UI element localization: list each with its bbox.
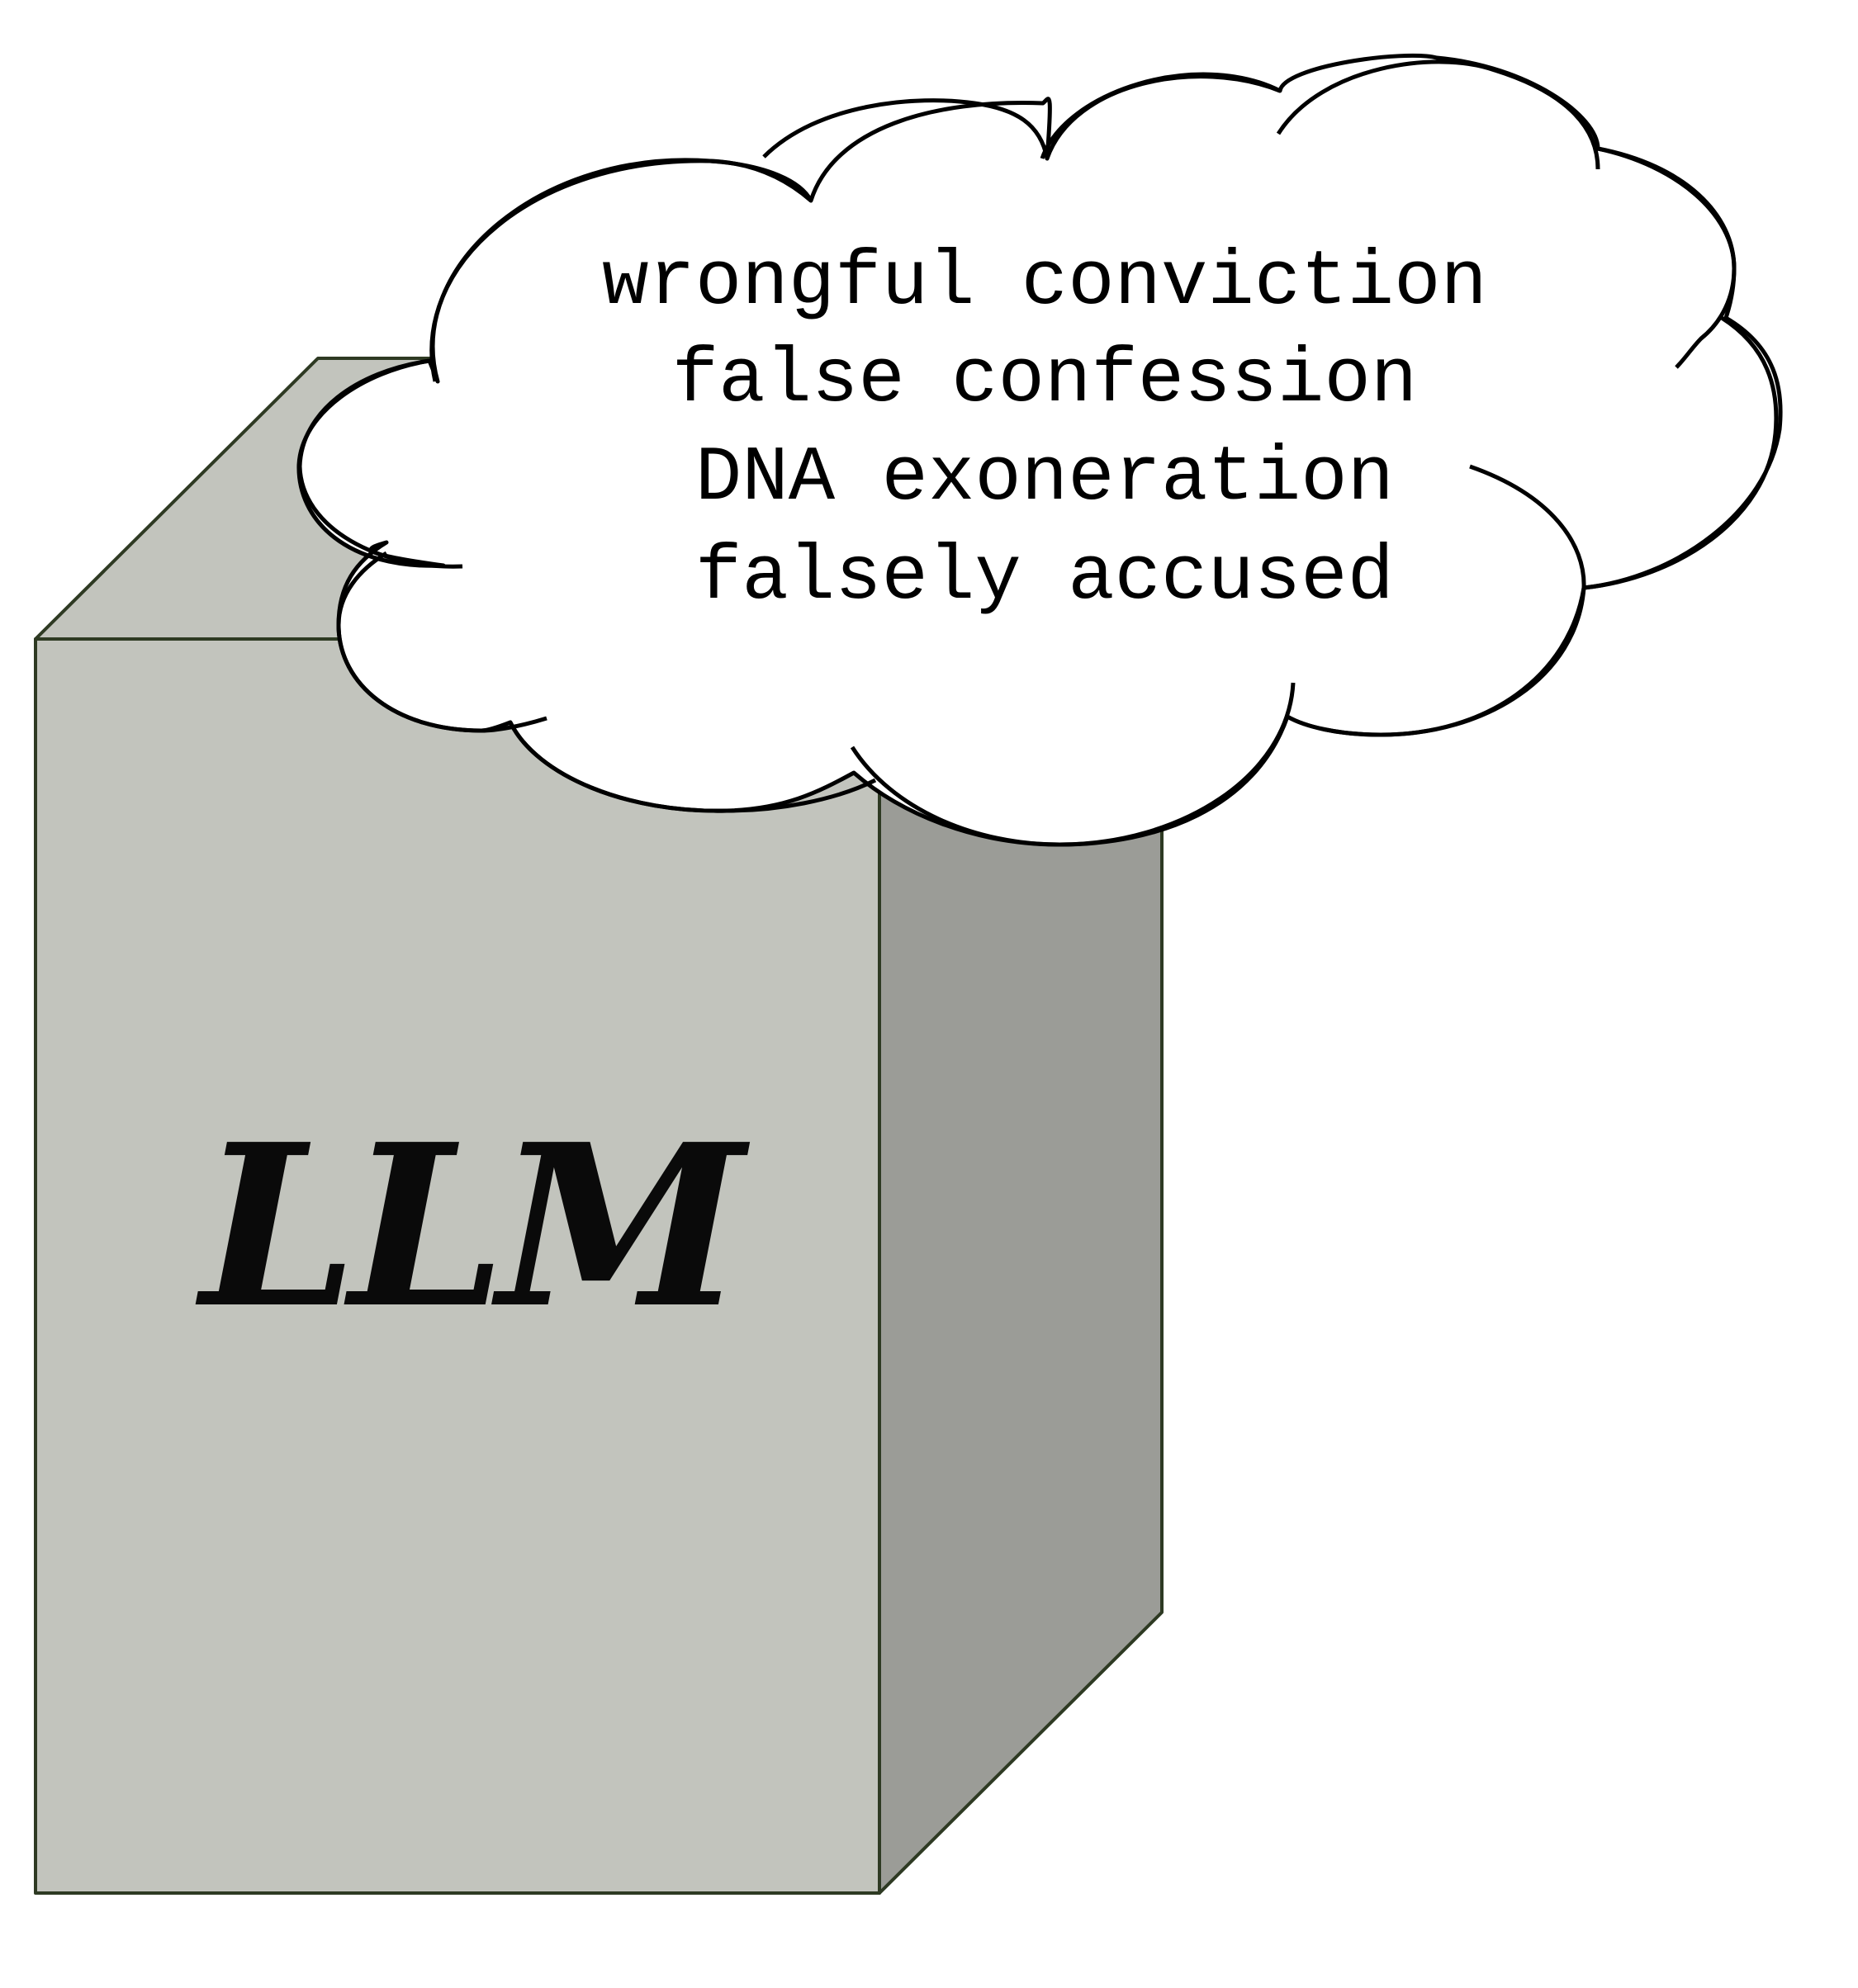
cloud-line-2: false confession — [672, 337, 1418, 424]
thought-cloud: wrongful conviction false confession DNA… — [296, 53, 1783, 847]
cloud-line-4: falsely accused — [695, 534, 1394, 622]
cloud-fold-9 — [850, 682, 1296, 847]
cloud-fold-1 — [297, 358, 463, 569]
cloud-fold-6 — [1597, 146, 1737, 369]
cloud-fold-3 — [762, 98, 1050, 159]
cloud-fold-4 — [1040, 72, 1282, 159]
cloud-fold-7 — [1583, 315, 1779, 590]
cloud-line-1: wrongful conviction — [602, 239, 1487, 327]
cloud-fold-10 — [508, 721, 877, 813]
box-label: LLM — [194, 1095, 752, 1357]
cloud-fold-5 — [1276, 59, 1600, 170]
cloud-fold-2 — [429, 159, 813, 382]
box-front-face — [34, 637, 881, 1895]
cloud-fold-8 — [1286, 464, 1586, 737]
cloud-line-3: DNA exoneration — [695, 435, 1394, 523]
cloud-fold-11 — [336, 551, 547, 733]
